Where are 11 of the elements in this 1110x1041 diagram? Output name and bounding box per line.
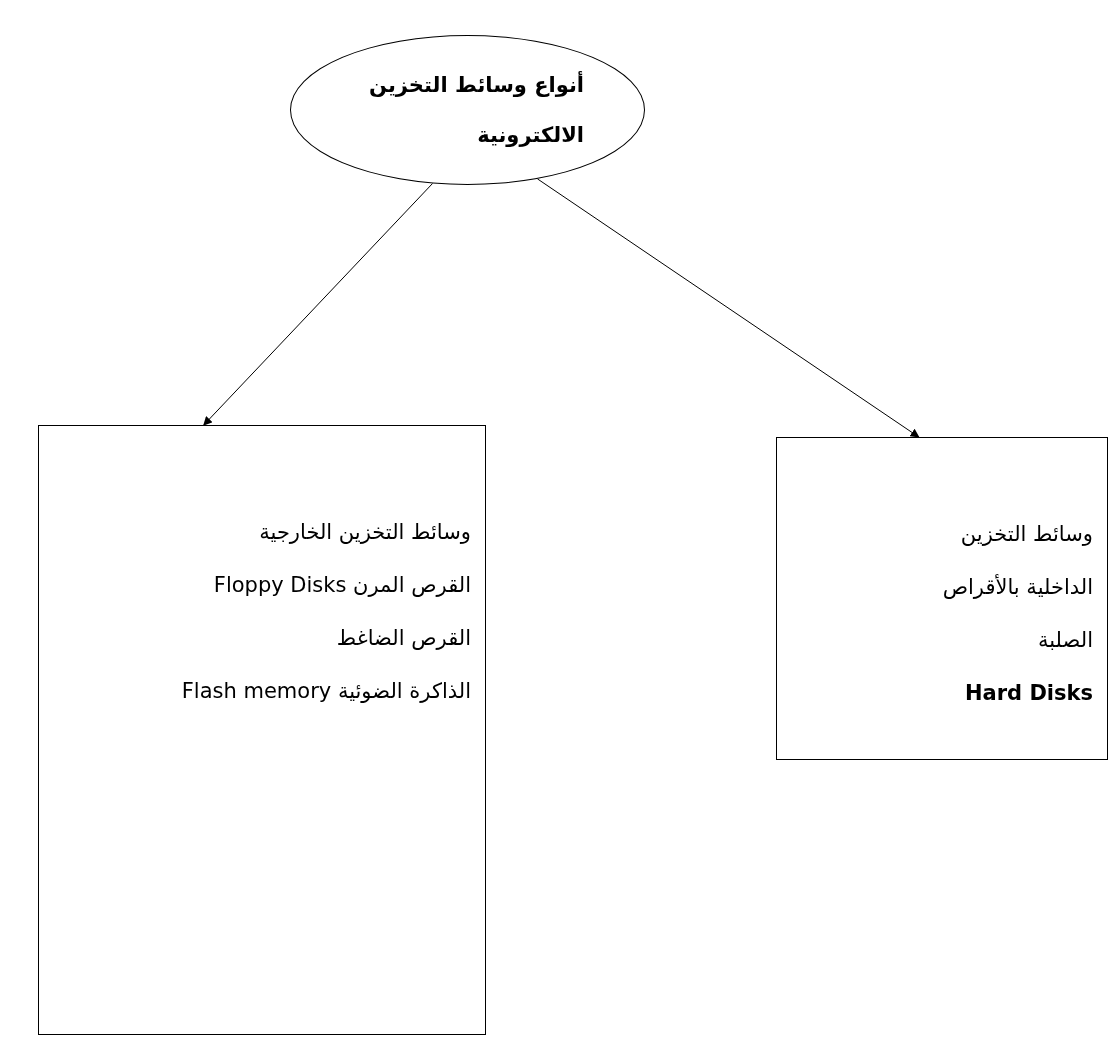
item-text: Hard Disks	[964, 680, 1093, 707]
item-text: القرص الضاغط	[336, 625, 471, 652]
arrow	[537, 178, 920, 438]
category-box	[38, 425, 486, 1035]
item-text: وسائط التخزين الخارجية	[259, 519, 471, 546]
arrow	[203, 183, 433, 426]
item-text: وسائط التخزين الداخلية بالأقراص الصلبة	[941, 521, 1093, 654]
category-box	[776, 437, 1108, 760]
item-text: القرص المرن Floppy Disks	[213, 572, 471, 599]
item-text: الذاكرة الضوئية Flash memory	[181, 678, 471, 705]
heading-text: أنواع وسائط التخزين الالكترونية	[368, 70, 584, 149]
